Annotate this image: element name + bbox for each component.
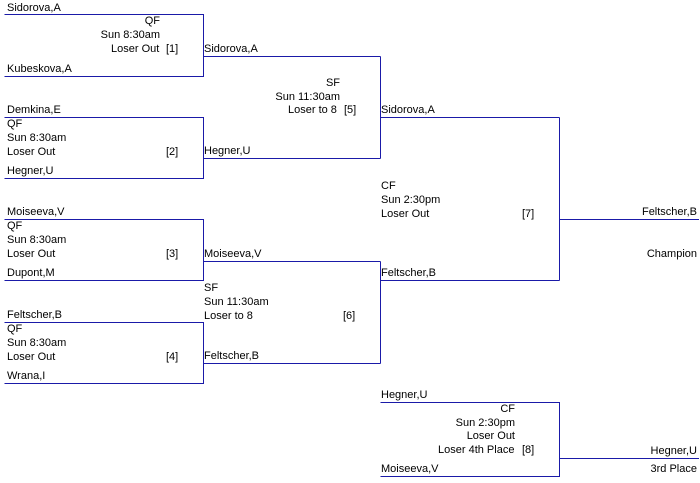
sf5-note: Loser to 8	[288, 104, 337, 116]
qf3-match-number: [3]	[166, 248, 179, 260]
qf2-round: QF	[7, 118, 23, 130]
sf5-round: SF	[325, 77, 340, 89]
champion-name: Feltscher,B	[641, 206, 697, 218]
qf1-note: Loser Out	[111, 43, 160, 55]
qf4-round: QF	[7, 323, 23, 335]
sf5-time: Sun 11:30am	[275, 91, 340, 103]
sf6-time: Sun 11:30am	[204, 296, 269, 308]
sf6-note: Loser to 8	[204, 310, 253, 322]
third-place-name: Hegner,U	[650, 445, 697, 457]
qf4-match-number: [4]	[166, 351, 179, 363]
qf1-top-player: Sidorova,A	[7, 2, 61, 14]
qf4-note: Loser Out	[7, 351, 56, 363]
qf4-bracket-line	[4, 322, 204, 384]
cf7-time: Sun 2:30pm	[381, 194, 441, 206]
cf7-match-number: [7]	[522, 208, 535, 220]
sf6-match-number: [6]	[343, 310, 356, 322]
cf8-match-number: [8]	[522, 444, 535, 456]
qf3-top-player: Moiseeva,V	[7, 206, 65, 218]
sf5-top-player: Sidorova,A	[204, 43, 258, 55]
qf1-time: Sun 8:30am	[100, 29, 160, 41]
qf3-bottom-player: Dupont,M	[7, 267, 55, 279]
cf7-round: CF	[381, 180, 396, 192]
cf8-note-4th-place: Loser 4th Place	[438, 444, 515, 456]
cf8-time: Sun 2:30pm	[455, 417, 515, 429]
qf4-time: Sun 8:30am	[7, 337, 67, 349]
champion-label: Champion	[646, 248, 697, 260]
sf6-bottom-player: Feltscher,B	[204, 350, 260, 362]
qf1-round: QF	[144, 15, 160, 27]
cf8-round: CF	[500, 403, 515, 415]
qf1-bracket-line	[4, 14, 204, 77]
sf5-match-number: [5]	[344, 104, 357, 116]
third-place-label: 3rd Place	[650, 463, 697, 475]
cf7-bottom-player: Feltscher,B	[381, 267, 437, 279]
qf3-time: Sun 8:30am	[7, 234, 67, 246]
qf2-time: Sun 8:30am	[7, 132, 67, 144]
cf8-note: Loser Out	[466, 430, 515, 442]
sf5-bottom-player: Hegner,U	[204, 145, 251, 157]
qf4-bottom-player: Wrana,I	[7, 370, 46, 382]
cf8-bracket-line	[380, 402, 560, 477]
qf2-note: Loser Out	[7, 146, 56, 158]
cf8-top-player: Hegner,U	[381, 389, 428, 401]
qf3-note: Loser Out	[7, 248, 56, 260]
cf7-top-player: Sidorova,A	[381, 104, 435, 116]
qf3-round: QF	[7, 220, 23, 232]
cf7-note: Loser Out	[381, 208, 430, 220]
qf1-bottom-player: Kubeskova,A	[7, 63, 72, 75]
qf4-top-player: Feltscher,B	[7, 309, 63, 321]
qf2-bracket-line	[4, 117, 204, 179]
qf1-match-number: [1]	[166, 43, 179, 55]
sf6-top-player: Moiseeva,V	[204, 248, 262, 260]
qf2-match-number: [2]	[166, 146, 179, 158]
qf3-bracket-line	[4, 219, 204, 281]
qf2-top-player: Demkina,E	[7, 104, 61, 116]
sf6-round: SF	[204, 282, 219, 294]
qf2-bottom-player: Hegner,U	[7, 165, 54, 177]
cf8-bottom-player: Moiseeva,V	[381, 463, 439, 475]
